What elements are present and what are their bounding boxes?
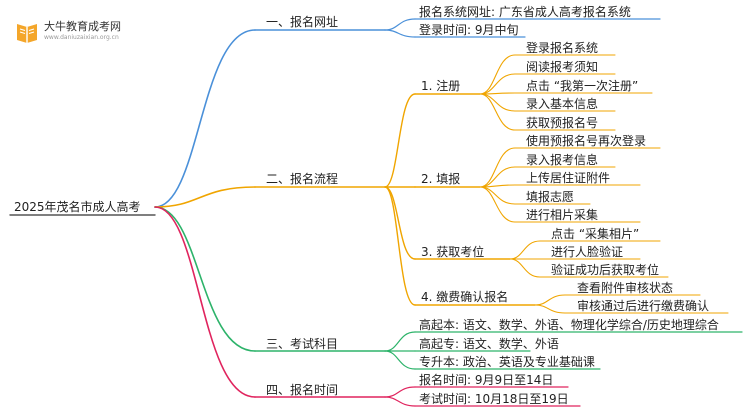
branch-3-item-3-connector — [384, 350, 416, 370]
step-1-item-2: 阅读报考须知 — [526, 60, 599, 74]
book-icon — [17, 24, 37, 43]
step-1-item-4-connector — [479, 93, 516, 112]
step-2-item-2-connector — [479, 166, 516, 188]
logo-name: 大牛教育成考网 — [44, 20, 121, 33]
step-1-label: 1. 注册 — [421, 79, 461, 93]
step-4-item-2: 审核通过后进行缴费确认 — [577, 299, 710, 313]
step-2-item-3: 上传居住证附件 — [526, 171, 611, 185]
branch-2-connector — [154, 186, 256, 208]
step-3-item-1: 点击 “采集相片” — [551, 227, 640, 241]
step-4-item-2-connector — [534, 304, 566, 314]
branch-4-item-1: 报名时间: 9月9日至14日 — [419, 373, 554, 387]
step-1-item-2-connector — [479, 73, 516, 95]
step-1-item-3: 点击 “我第一次注册” — [526, 79, 639, 93]
step-3-item-3-connector — [509, 258, 541, 278]
step-1-item-5-connector — [479, 93, 516, 131]
step-4-item-1: 查看附件审核状态 — [577, 281, 674, 295]
step-3-item-3: 验证成功后获取考位 — [551, 263, 660, 277]
branch-1-item-1-connector — [384, 18, 416, 31]
branch-2-label: 二、报名流程 — [266, 172, 339, 186]
branch-4-item-2-connector — [384, 396, 416, 407]
branch-3-item-3: 专升本: 政治、英语及专业基础课 — [419, 355, 595, 369]
branch-3-label: 三、考试科目 — [266, 337, 339, 351]
branch-1-connector — [154, 29, 256, 208]
root-topic: 2025年茂名市成人高考 — [14, 200, 141, 214]
branch-4-item-1-connector — [384, 386, 416, 398]
step-2-item-1-connector — [479, 147, 516, 188]
branch-4-item-2: 考试时间: 10月18日至19日 — [419, 392, 569, 406]
step-1-item-1: 登录报名系统 — [526, 41, 599, 55]
step-2-item-5-connector — [479, 186, 516, 223]
branch-3-connector — [154, 206, 256, 352]
step-4-item-1-connector — [534, 294, 566, 306]
step-3-item-1-connector — [509, 240, 541, 260]
step-1-connector — [384, 93, 416, 188]
step-2-item-2: 录入报考信息 — [526, 153, 599, 167]
step-4-connector — [384, 186, 416, 306]
step-2-label: 2. 填报 — [421, 172, 461, 186]
step-2-item-1: 使用预报名号再次登录 — [526, 134, 647, 148]
branch-1-label: 一、报名网址 — [266, 15, 339, 29]
branch-1-item-2-connector — [384, 29, 416, 38]
branch-3-item-2: 高起专: 语文、数学、外语 — [419, 337, 559, 351]
step-3-label: 3. 获取考位 — [421, 245, 485, 259]
step-2-item-4: 填报志愿 — [526, 190, 575, 204]
step-4-label: 4. 缴费确认报名 — [421, 290, 509, 304]
branch-3-item-1-connector — [384, 331, 416, 352]
branch-1-item-2: 登录时间: 9月中旬 — [419, 23, 519, 37]
branch-1-item-1: 报名系统网址: 广东省成人高考报名系统 — [419, 5, 631, 19]
step-3-connector — [384, 186, 416, 260]
branch-3-item-1: 高起本: 语文、数学、外语、物理化学综合/历史地理综合 — [419, 318, 719, 332]
branch-4-connector — [154, 206, 256, 398]
step-1-item-1-connector — [479, 54, 516, 95]
step-2-item-4-connector — [479, 186, 516, 205]
step-1-item-4: 录入基本信息 — [526, 97, 599, 111]
branch-4-label: 四、报名时间 — [266, 383, 339, 397]
step-1-item-5: 获取预报名号 — [526, 116, 599, 130]
step-3-item-2: 进行人脸验证 — [551, 245, 624, 259]
logo-url: www.daniuzaixian.org.cn — [44, 34, 119, 41]
step-2-item-5: 进行相片采集 — [526, 208, 599, 222]
site-logo[interactable]: 大牛教育成考网 www.daniuzaixian.org.cn — [14, 18, 134, 48]
